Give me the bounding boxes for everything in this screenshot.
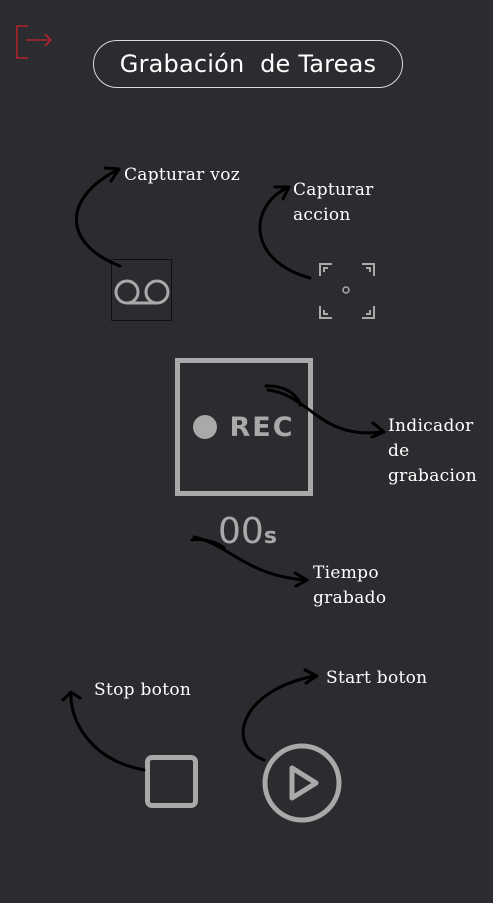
page-title: Grabación de Tareas (93, 40, 403, 88)
record-dot-icon (193, 415, 218, 439)
annotation-stop-boton: Stop boton (94, 680, 192, 700)
rec-label: REC (229, 411, 295, 443)
recording-timer: 00s (218, 508, 277, 561)
annotation-indicador-grabacion: Indicador de grabacion (388, 416, 478, 486)
voicemail-icon (114, 279, 170, 305)
exit-icon[interactable] (14, 20, 54, 60)
annotation-start-boton: Start boton (326, 668, 428, 688)
timer-unit: s (263, 524, 277, 549)
start-button[interactable] (262, 743, 342, 823)
capture-voice-button[interactable] (111, 259, 172, 321)
annotation-tiempo-grabado: Tiempo grabado (313, 563, 387, 608)
annotation-capturar-voz: Capturar voz (124, 165, 240, 185)
focus-frame-icon[interactable] (317, 261, 377, 321)
play-icon (289, 765, 319, 801)
stop-button[interactable] (145, 755, 198, 808)
timer-value: 00 (218, 511, 264, 552)
annotation-capturar-accion: Capturar accion (293, 180, 374, 225)
recording-indicator: REC (175, 358, 313, 496)
